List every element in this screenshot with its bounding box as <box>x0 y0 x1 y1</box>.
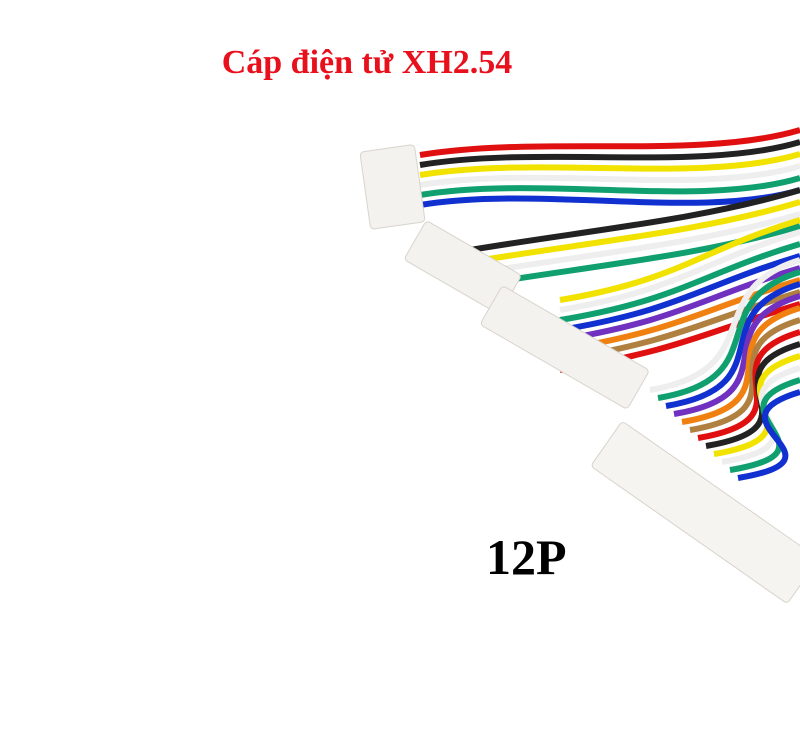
wire <box>665 281 800 409</box>
wire <box>469 187 800 253</box>
wire <box>559 229 800 313</box>
wire <box>419 127 800 158</box>
wire <box>649 257 800 393</box>
wire <box>419 175 800 198</box>
wire <box>469 199 800 265</box>
connector-12p <box>591 422 800 603</box>
wire-bundle <box>419 127 800 481</box>
product-title: Cáp điện tử XH2.54 <box>221 44 513 81</box>
wire <box>559 241 800 323</box>
wire <box>419 151 800 178</box>
wire <box>419 139 800 168</box>
wire <box>689 317 800 433</box>
connector-6p <box>359 144 426 230</box>
wire <box>737 389 800 481</box>
wire <box>469 211 800 277</box>
wire <box>657 269 800 401</box>
wire <box>681 305 800 425</box>
connector-8p <box>480 286 649 409</box>
wire <box>419 163 800 188</box>
wire <box>673 293 800 417</box>
wire <box>559 253 800 333</box>
wire <box>559 217 800 303</box>
pin-count-label: 12P <box>486 529 567 585</box>
